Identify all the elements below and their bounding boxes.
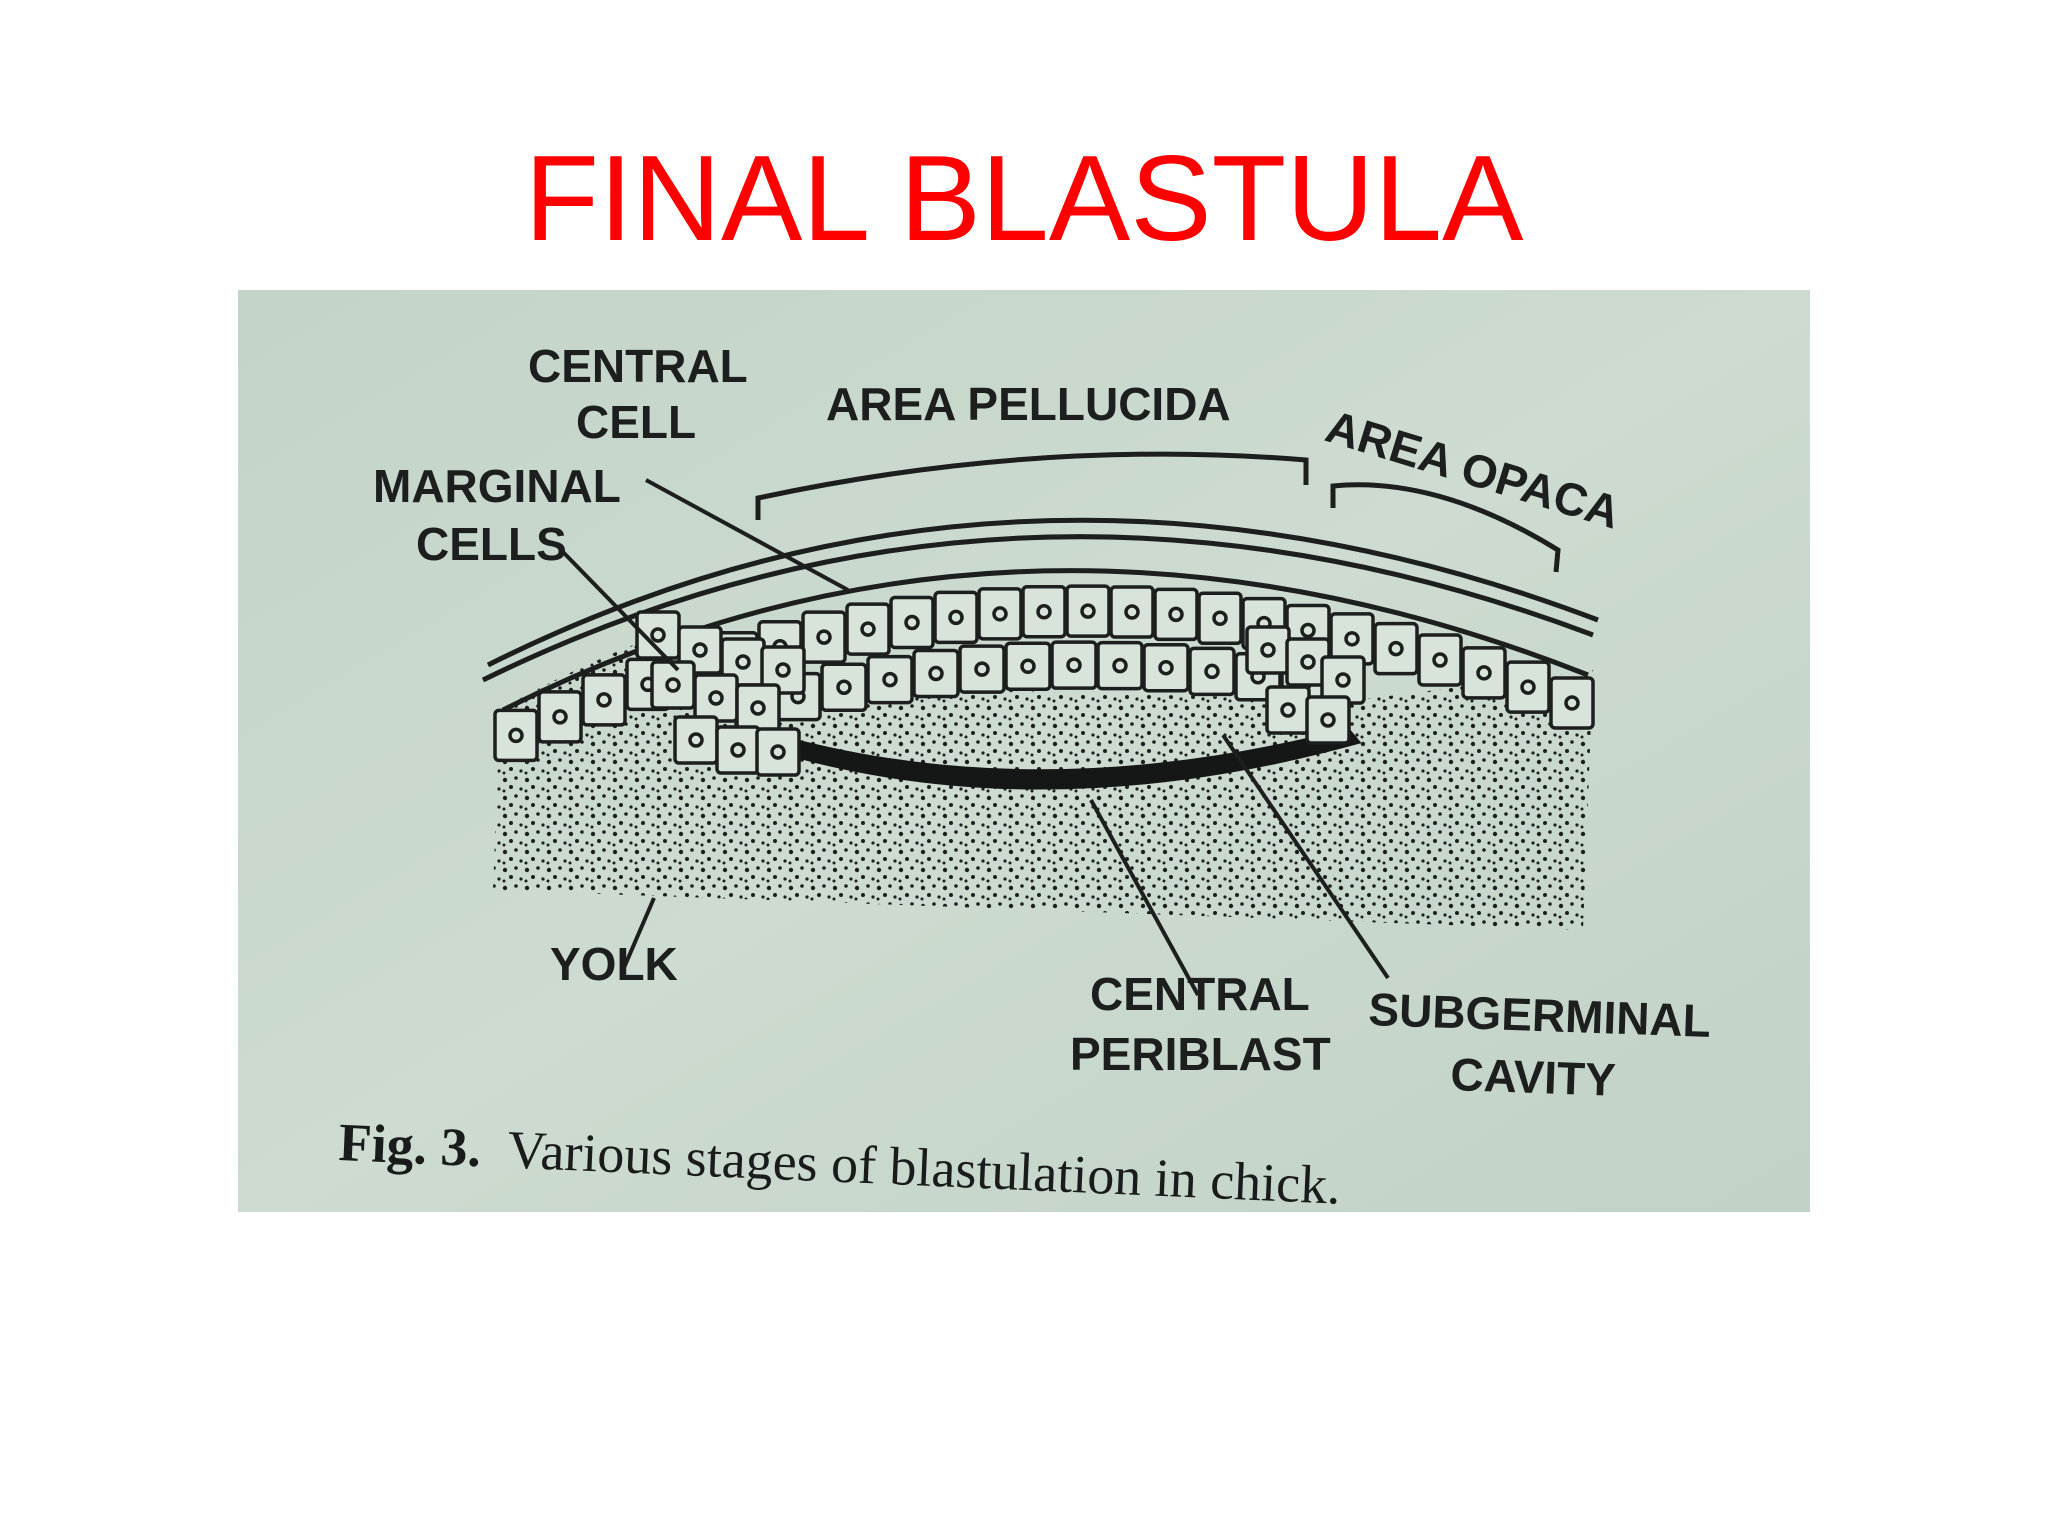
cell-nucleus [1300,654,1316,670]
cell-nucleus [1158,659,1174,676]
cell [1065,584,1111,638]
cell [735,683,781,733]
cell [1461,646,1507,700]
cell-nucleus [816,629,832,645]
slide-title: FINAL BLASTULA [524,130,1524,266]
cell [1197,591,1243,645]
cell-nucleus [1066,657,1082,673]
label-yolk: YOLK [550,938,678,990]
cell-nucleus [860,621,876,637]
cell-nucleus [770,744,786,760]
pointer-lines [561,478,1390,996]
cell [755,727,801,777]
cell-nucleus [1212,610,1228,626]
cell-nucleus [1388,640,1404,657]
cell-nucleus [552,709,568,725]
area-opaca-bracket [1330,482,1561,573]
cell-nucleus [692,642,708,658]
cell-nucleus [836,679,852,696]
cell [693,673,739,723]
cell [1142,642,1190,693]
cell [1096,640,1144,691]
cell [845,602,891,656]
cell [889,595,935,650]
cell-nucleus [1112,657,1128,674]
cell [1549,676,1595,730]
label-area-pellucida: AREA PELLUCIDA [826,378,1231,430]
area-pellucida-bracket [755,451,1309,520]
cell-nucleus [1320,712,1336,728]
cell [977,587,1023,641]
label-central-cell-line1: CENTRAL [528,340,748,392]
cell-nucleus [948,609,964,626]
cell [715,725,761,775]
cell-nucleus [1124,604,1140,620]
cell [673,715,719,765]
cell-nucleus [650,627,666,643]
cell-nucleus [1476,665,1492,681]
label-central-periblast-line2: PERIBLAST [1070,1028,1331,1080]
cell [1505,660,1551,714]
label-marginal-cells-line2: CELLS [416,518,567,570]
cell [1265,685,1311,735]
cell-nucleus [1020,658,1036,675]
cell-nucleus [596,692,612,708]
central-periblast-band [765,727,1362,790]
cell [912,648,960,699]
cell-nucleus [665,677,681,693]
cell [1188,646,1236,697]
blastoderm-cells [493,584,1595,777]
caption-figure-number: Fig. 3. [337,1112,482,1178]
cell-nucleus [1204,663,1220,680]
cell [866,654,914,705]
cell-nucleus [1300,622,1316,639]
cell-nucleus [688,732,704,748]
cell [1109,585,1155,639]
cell [820,662,868,713]
cell [1021,584,1067,639]
cell-nucleus [882,671,898,688]
cell-nucleus [992,606,1008,622]
cell [581,673,627,727]
cell [958,644,1006,694]
cell-nucleus [1168,606,1184,623]
cell [1050,640,1098,690]
cell [1417,633,1463,687]
cell-nucleus [1260,642,1276,658]
cell-nucleus [928,665,944,682]
cell-nucleus [1280,702,1296,718]
cell-nucleus [1432,652,1448,668]
cell-nucleus [775,662,791,678]
cell-nucleus [730,742,746,758]
cell [933,590,979,645]
cell-nucleus [1335,672,1351,688]
cell [801,610,847,664]
cell [650,660,696,710]
cell-nucleus [708,690,724,706]
cell [760,645,806,695]
cell [1245,625,1291,675]
cell [1373,621,1419,676]
label-subgerminal-cavity-line1: SUBGERMINAL [1368,983,1712,1047]
cell-nucleus [750,700,766,716]
cell-nucleus [1564,695,1580,711]
cell-nucleus [1080,603,1096,619]
cell-nucleus [904,614,920,631]
cell-nucleus [974,661,990,677]
cell [1004,641,1052,692]
cell [537,690,583,744]
label-central-cell-line2: CELL [576,396,696,448]
cell-nucleus [1520,679,1536,695]
cell-nucleus [508,727,524,744]
label-central-periblast-line1: CENTRAL [1090,968,1310,1020]
label-marginal-cells-line1: MARGINAL [373,460,621,512]
cell-nucleus [735,654,751,670]
cell [1305,695,1351,745]
cell [493,708,539,763]
cell [1153,587,1199,642]
label-subgerminal-cavity-line2: CAVITY [1450,1048,1617,1106]
cell-nucleus [1344,631,1360,647]
figure-photo: CENTRAL CELL AREA PELLUCIDA AREA OPACA M… [238,290,1810,1212]
cell-nucleus [1036,603,1052,620]
